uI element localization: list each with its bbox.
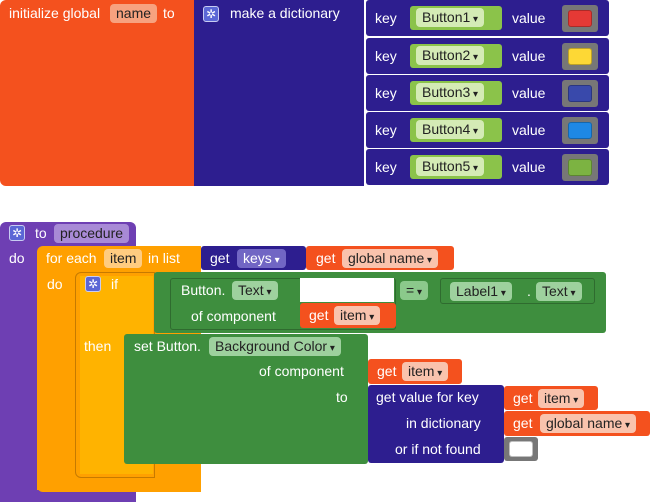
pair-block[interactable]: key Button1 value (366, 0, 609, 36)
value-label: value (512, 122, 546, 138)
key-text-block[interactable]: Button1 (410, 6, 502, 30)
to-label: to (336, 389, 348, 405)
for-each-variable-field[interactable]: item (104, 249, 143, 268)
pair-block[interactable]: key Button2 value (366, 38, 609, 74)
color-swatch[interactable] (568, 159, 592, 176)
keys-dropdown[interactable]: keys (237, 249, 286, 268)
in-list-label: in list (148, 250, 180, 266)
of-component-label: of component (191, 308, 276, 324)
make-dictionary-block[interactable]: ✲ make a dictionary (194, 0, 413, 186)
global-name-dropdown[interactable]: global name (342, 249, 439, 268)
procedure-to-label: to (35, 225, 47, 241)
key-text-block[interactable]: Button5 (410, 155, 502, 179)
get-value-for-key-block[interactable]: get value for key in dictionary or if no… (368, 385, 504, 463)
for-each-bottom-arm (37, 478, 201, 490)
background-color-dropdown[interactable]: Background Color (209, 337, 341, 356)
gear-icon[interactable]: ✲ (203, 6, 219, 22)
key-text-field[interactable]: Button4 (416, 120, 485, 139)
equals-operator-dropdown[interactable]: = (400, 281, 428, 300)
color-block[interactable] (562, 80, 598, 107)
component-type-label: Button. (181, 282, 226, 298)
label-text-getter[interactable]: Label1 . Text (440, 278, 595, 304)
key-label: key (375, 159, 397, 175)
not-found-color-block[interactable] (504, 437, 538, 461)
pair-block[interactable]: key Button5 value (366, 149, 609, 185)
make-dictionary-label: make a dictionary (230, 5, 340, 21)
get-label: get (377, 363, 397, 379)
get-keys-block[interactable]: get keys (201, 246, 306, 270)
for-each-do-label: do (47, 276, 63, 292)
initialize-global-label: initialize global (9, 5, 101, 21)
global-name-dropdown[interactable]: global name (540, 414, 637, 433)
in-dictionary-label: in dictionary (406, 415, 481, 431)
text-property-dropdown[interactable]: Text (232, 281, 278, 300)
get-label: get (210, 250, 230, 266)
initialize-global-block[interactable]: initialize global name to (0, 0, 196, 186)
key-label: key (375, 10, 397, 26)
key-text-field[interactable]: Button3 (416, 83, 485, 102)
key-text-field[interactable]: Button2 (416, 46, 485, 65)
color-swatch[interactable] (568, 85, 592, 102)
color-swatch[interactable] (568, 10, 592, 27)
label-component-dropdown[interactable]: Label1 (450, 282, 512, 301)
color-block[interactable] (562, 5, 598, 32)
label-property-dropdown[interactable]: Text (536, 282, 582, 301)
color-swatch[interactable] (568, 48, 592, 65)
key-label: key (375, 85, 397, 101)
value-label: value (512, 48, 546, 64)
pair-block[interactable]: key Button3 value (366, 75, 609, 111)
key-label: key (375, 48, 397, 64)
gear-icon[interactable]: ✲ (85, 276, 101, 292)
color-block[interactable] (562, 43, 598, 70)
if-label: if (111, 276, 118, 292)
pair-block[interactable]: key Button4 value (366, 112, 609, 148)
get-item-block[interactable]: get item (368, 359, 462, 384)
to-label: to (163, 5, 175, 21)
color-block[interactable] (562, 117, 598, 144)
not-found-label: or if not found (395, 441, 481, 457)
procedure-do-label: do (9, 250, 25, 266)
key-text-block[interactable]: Button4 (410, 118, 502, 142)
gear-icon[interactable]: ✲ (9, 225, 25, 241)
get-label: get (513, 390, 533, 406)
dot-label: . (527, 283, 531, 299)
color-block[interactable] (562, 154, 598, 181)
key-text-field[interactable]: Button1 (416, 8, 485, 27)
color-swatch[interactable] (568, 122, 592, 139)
not-found-color-swatch[interactable] (509, 441, 533, 457)
value-label: value (512, 10, 546, 26)
item-dropdown[interactable]: item (334, 306, 381, 325)
key-text-block[interactable]: Button2 (410, 44, 502, 68)
key-label: key (375, 122, 397, 138)
get-item-block[interactable]: get item (300, 303, 396, 328)
get-value-label: get value for key (376, 389, 479, 405)
get-global-name-block[interactable]: get global name (306, 246, 454, 270)
key-text-field[interactable]: Button5 (416, 157, 485, 176)
get-global-name-block[interactable]: get global name (504, 411, 650, 436)
then-label: then (84, 338, 112, 354)
get-label: get (309, 307, 329, 323)
item-dropdown[interactable]: item (538, 389, 585, 408)
item-dropdown[interactable]: item (402, 362, 449, 381)
value-label: value (512, 85, 546, 101)
value-label: value (512, 159, 546, 175)
global-variable-name-field[interactable]: name (110, 4, 158, 23)
get-item-block[interactable]: get item (504, 386, 598, 410)
for-each-label: for each (46, 250, 97, 266)
set-label: set Button. (134, 338, 201, 354)
of-component-label: of component (259, 363, 344, 379)
key-text-block[interactable]: Button3 (410, 81, 502, 105)
get-label: get (513, 415, 533, 431)
white-gap (300, 278, 394, 302)
procedure-name-field[interactable]: procedure (54, 224, 130, 243)
get-label: get (316, 250, 336, 266)
